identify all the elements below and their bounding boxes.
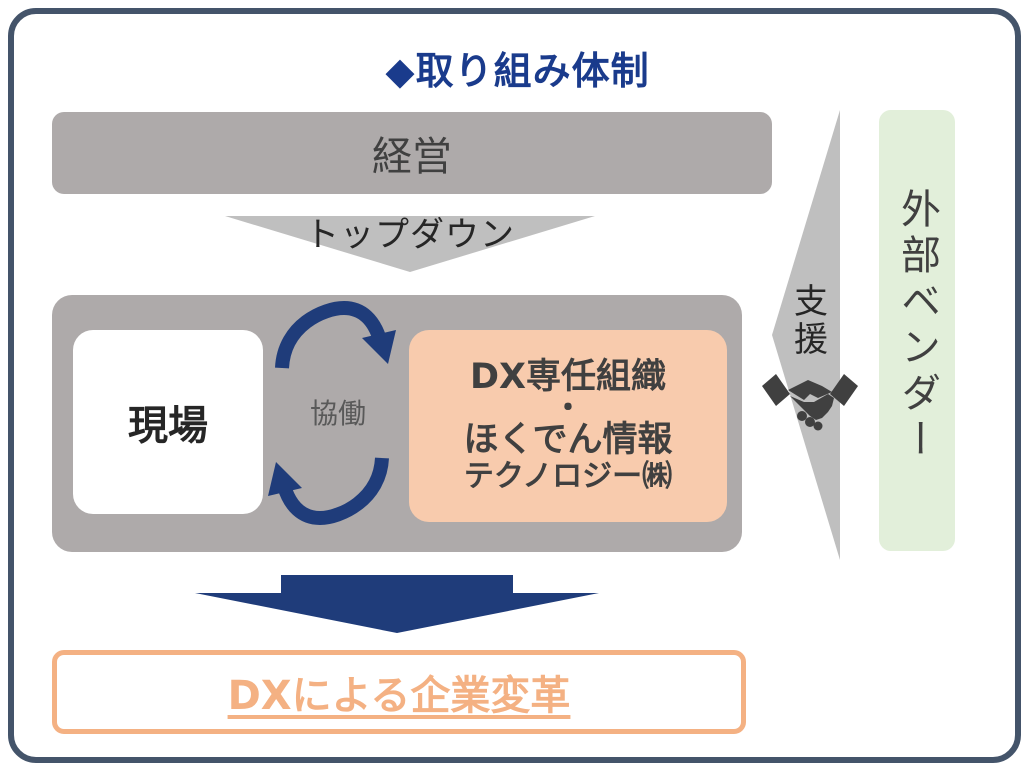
- management-label: 経営: [372, 134, 452, 180]
- dx-org-line1: DX専任組織: [469, 357, 667, 398]
- top-down-arrow: [225, 216, 595, 272]
- field-label: 現場: [128, 403, 208, 449]
- result-box: DXによる企業変革: [52, 650, 746, 734]
- collaboration-label: 協働: [309, 397, 366, 430]
- dx-organization-box: DX専任組織 ・ ほくでん情報 テクノロジー㈱: [409, 330, 727, 522]
- support-label-wrap: 支援: [780, 283, 836, 359]
- field-box: 現場: [73, 330, 263, 514]
- dx-org-line2: ほくでん情報: [463, 420, 673, 461]
- handshake-icon: [762, 374, 858, 431]
- support-label: 支援: [787, 283, 828, 359]
- page-title: ◆取り組み体制: [385, 49, 650, 93]
- support-arrow: [772, 110, 840, 560]
- down-arrow-icon: [195, 575, 599, 633]
- top-down-label: トップダウン: [305, 215, 515, 255]
- management-box: 経営: [52, 112, 772, 194]
- vendor-label: 外部ベンダー: [894, 188, 940, 464]
- dx-org-separator: ・: [553, 391, 583, 427]
- external-vendor-box: 外部ベンダー: [879, 110, 955, 551]
- cycle-arrows-icon: [268, 300, 396, 526]
- result-label: DXによる企業変革: [227, 673, 571, 719]
- dx-org-line3: テクノロジー㈱: [463, 459, 673, 495]
